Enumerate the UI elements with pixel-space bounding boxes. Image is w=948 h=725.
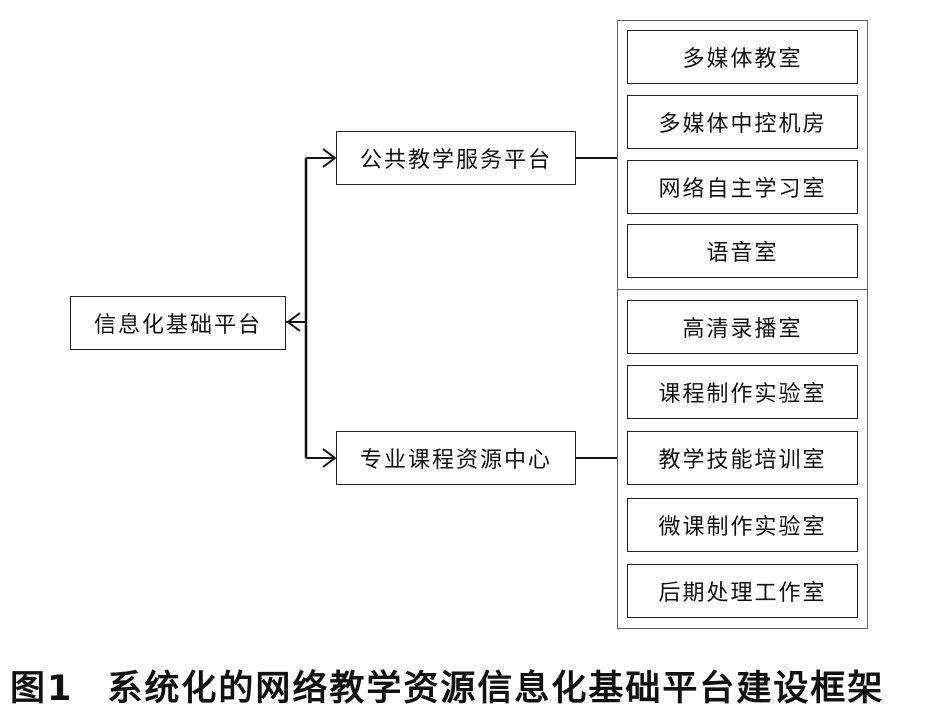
root-label: 信息化基础平台: [93, 313, 262, 338]
leaf-label: 微课制作实验室: [658, 515, 827, 540]
leaf-label: 语音室: [706, 241, 779, 266]
leaf-label: 高清录播室: [682, 317, 803, 342]
root-node: 信息化基础平台: [70, 296, 286, 350]
leaf-label: 网络自主学习室: [658, 177, 827, 202]
branch-1-arrowhead: [322, 148, 337, 168]
branch-node-course-resources: 专业课程资源中心: [336, 431, 576, 485]
leaf-label: 课程制作实验室: [658, 382, 827, 407]
figure-caption: 图1 系统化的网络教学资源信息化基础平台建设框架: [10, 660, 940, 711]
leaf-node: 后期处理工作室: [627, 564, 858, 618]
leaf-node: 课程制作实验室: [627, 365, 858, 419]
leaf-label: 教学技能培训室: [658, 448, 827, 473]
leaf-label: 多媒体教室: [682, 47, 803, 72]
leaf-node: 教学技能培训室: [627, 431, 858, 485]
leaf-node: 多媒体教室: [627, 30, 858, 84]
group-container-2: [617, 289, 868, 629]
leaf-label: 后期处理工作室: [658, 581, 827, 606]
leaf-node: 高清录播室: [627, 300, 858, 354]
leaf-node: 多媒体中控机房: [627, 95, 858, 149]
branch-label: 专业课程资源中心: [359, 448, 552, 473]
leaf-label: 多媒体中控机房: [658, 112, 827, 137]
leaf-node: 网络自主学习室: [627, 160, 858, 214]
branch-2-arrowhead: [322, 448, 337, 468]
branch-label: 公共教学服务平台: [359, 148, 552, 173]
figure-number: 图1: [10, 669, 74, 709]
figure-title: 系统化的网络教学资源信息化基础平台建设框架: [107, 669, 885, 709]
leaf-node: 微课制作实验室: [627, 498, 858, 552]
branch-node-public-teaching: 公共教学服务平台: [336, 131, 576, 185]
leaf-node: 语音室: [627, 224, 858, 278]
root-arrowhead: [286, 312, 301, 332]
